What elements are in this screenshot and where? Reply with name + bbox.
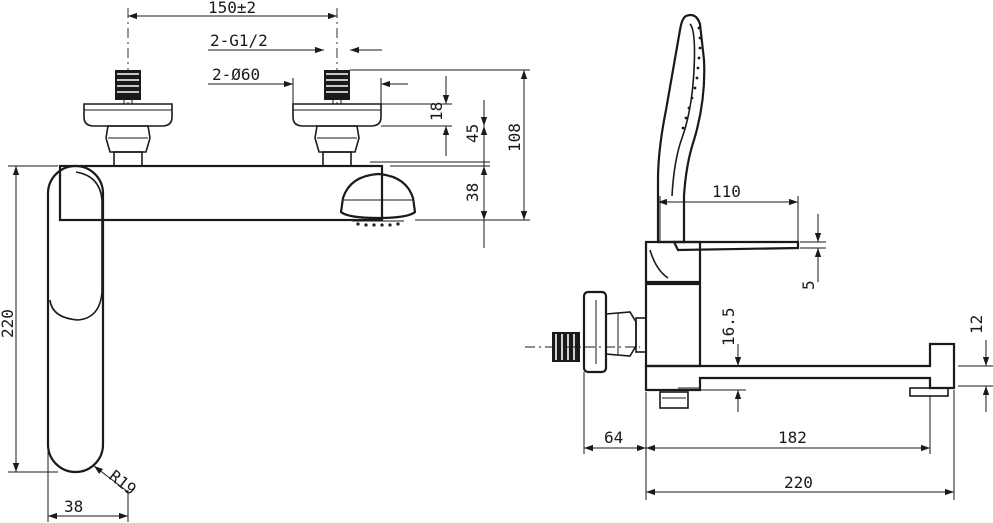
dim-spout-height: 12 [958, 315, 993, 412]
dim-holder-thickness: 5 [799, 214, 826, 290]
mixer-body [58, 164, 384, 222]
dim-spout-offset: 16.5 [700, 307, 746, 412]
dim-body-height-label: 38 [463, 183, 482, 202]
dim-flange-dia: 2-Ø60 [208, 65, 408, 104]
dim-flange-dia-label: 2-Ø60 [212, 65, 260, 84]
dim-handle-radius: R19 [93, 465, 140, 499]
dim-total-projection-label: 220 [784, 473, 813, 492]
left-nut [105, 125, 151, 153]
dim-inlet-thread: 2-G1/2 [208, 31, 382, 54]
left-inlet-connector [115, 70, 141, 104]
side-flange [582, 290, 608, 374]
hand-shower-edge [671, 23, 696, 197]
right-inlet-connector [324, 70, 350, 104]
dim-overall-height-label: 108 [505, 123, 524, 152]
dim-handle-radius-label: R19 [106, 466, 140, 499]
side-eccentric [635, 317, 647, 353]
dim-handle-width: 38 [47, 440, 129, 522]
spout [644, 342, 956, 392]
dim-handle-width-label: 38 [64, 497, 83, 516]
side-view: 110 5 16.5 12 [525, 13, 993, 500]
dim-inlet-thread-label: 2-G1/2 [210, 31, 268, 50]
dim-flange-offset-label: 18 [427, 102, 446, 121]
front-view: 150±2 2-G1/2 2-Ø60 18 [0, 0, 530, 522]
dim-body-height: 38 [463, 166, 488, 248]
dim-wall-to-body: 64 [584, 428, 646, 452]
dim-spout-length: 182 [646, 428, 930, 452]
left-eccentric [113, 151, 143, 167]
dim-handle-length: 220 [0, 165, 58, 473]
aerator-dots [356, 222, 400, 227]
dim-spout-height-label: 12 [967, 315, 986, 334]
dim-spout-offset-label: 16.5 [719, 307, 738, 346]
spout-aerator [909, 387, 949, 397]
side-nut [605, 311, 637, 357]
dim-spout-length-label: 182 [778, 428, 807, 447]
dim-overall-height: 108 [505, 70, 528, 220]
dim-pitch-label: 150±2 [208, 0, 256, 17]
dim-total-projection: 220 [646, 473, 954, 496]
dim-handset-reach-label: 110 [712, 182, 741, 201]
diverter-knob [339, 172, 417, 220]
right-flange [292, 103, 382, 127]
dim-holder-thickness-label: 5 [799, 280, 818, 290]
dim-handle-length-label: 220 [0, 309, 17, 338]
handle-highlight [49, 171, 103, 321]
left-flange [83, 103, 173, 127]
dim-pitch: 150±2 [128, 0, 337, 20]
dim-eccentric-height: 45 [463, 100, 488, 166]
right-nut [314, 125, 360, 153]
dim-eccentric-height-label: 45 [463, 124, 482, 143]
body-outlet [659, 391, 689, 409]
side-body [644, 282, 702, 368]
hand-shower [656, 13, 706, 244]
dim-wall-to-body-label: 64 [604, 428, 623, 447]
holder-plate [672, 240, 800, 252]
dim-flange-offset: 18 [427, 76, 450, 156]
lever-handle [46, 164, 105, 474]
spray-nozzles [681, 26, 702, 130]
dim-handset-reach: 110 [658, 182, 799, 242]
right-eccentric [322, 151, 352, 167]
